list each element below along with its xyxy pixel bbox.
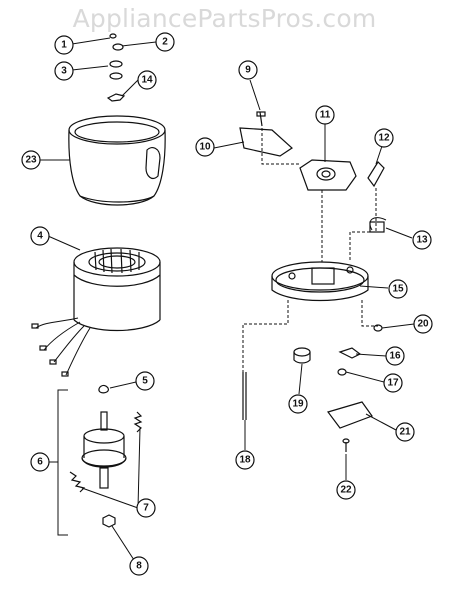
callout-20: 20 (413, 314, 433, 334)
svg-text:10: 10 (199, 142, 211, 153)
part-small-ring-1 (109, 33, 117, 39)
part-terminal-13 (369, 217, 387, 233)
part-screw-22 (342, 438, 350, 452)
part-base-housing-15 (271, 261, 369, 302)
part-nut-8 (102, 514, 116, 528)
callout-17: 17 (383, 373, 403, 393)
callout-9: 9 (238, 60, 258, 80)
callout-2: 2 (155, 32, 175, 52)
callout-13: 13 (412, 230, 432, 250)
part-button-19 (293, 347, 311, 364)
callout-23: 23 (21, 150, 41, 170)
callout-21: 21 (395, 422, 415, 442)
svg-text:9: 9 (245, 65, 251, 76)
callout-6: 6 (30, 452, 50, 472)
svg-text:18: 18 (239, 455, 251, 466)
svg-text:21: 21 (399, 427, 411, 438)
callout-1: 1 (54, 35, 74, 55)
callout-15: 15 (388, 279, 408, 299)
svg-text:20: 20 (417, 319, 429, 330)
svg-text:1: 1 (61, 40, 67, 51)
callout-16: 16 (385, 346, 405, 366)
callout-3: 3 (54, 61, 74, 81)
callout-4: 4 (30, 226, 50, 246)
part-retainer-5 (98, 384, 109, 394)
part-screw-17 (337, 368, 347, 376)
callout-11: 11 (315, 105, 335, 125)
part-o-ring-3 (109, 60, 123, 80)
part-grommet-16 (338, 347, 362, 359)
callout-7: 7 (136, 498, 156, 518)
svg-text:15: 15 (392, 284, 404, 295)
svg-text:19: 19 (292, 399, 304, 410)
callout-12: 12 (374, 128, 394, 148)
part-motor-stator-4 (73, 247, 161, 332)
callout-19: 19 (288, 394, 308, 414)
part-spring-7-lower (69, 471, 86, 493)
svg-text:5: 5 (142, 376, 148, 387)
callout-5: 5 (135, 371, 155, 391)
part-motor-wire-leads (31, 317, 91, 377)
part-switch-11 (299, 159, 357, 191)
callout-10: 10 (195, 137, 215, 157)
part-shield-10 (239, 127, 293, 157)
watermark: AppliancePartsPros.com (72, 4, 377, 33)
part-spring-7-upper (133, 411, 143, 433)
svg-text:12: 12 (378, 133, 390, 144)
part-rotor-assembly-6 (81, 411, 127, 489)
svg-text:7: 7 (143, 503, 149, 514)
callout-8: 8 (129, 556, 149, 576)
part-clip-14 (106, 93, 126, 102)
callout-22: 22 (336, 480, 356, 500)
part-upper-housing-23 (68, 115, 166, 206)
svg-text:13: 13 (416, 235, 428, 246)
part-cover-plate-21 (327, 401, 373, 429)
svg-text:22: 22 (340, 485, 352, 496)
svg-text:3: 3 (61, 66, 67, 77)
svg-text:16: 16 (389, 351, 401, 362)
callout-14: 14 (137, 70, 157, 90)
svg-text:8: 8 (136, 561, 142, 572)
part-small-ring-2 (112, 43, 124, 51)
svg-text:4: 4 (37, 231, 43, 242)
part-screw-9 (256, 111, 266, 127)
svg-text:23: 23 (25, 155, 37, 166)
svg-text:11: 11 (320, 110, 331, 121)
svg-text:6: 6 (37, 457, 43, 468)
part-through-bolt-18 (242, 372, 247, 420)
svg-text:14: 14 (141, 75, 153, 86)
callout-18: 18 (235, 450, 255, 470)
part-contact-12 (367, 161, 385, 188)
svg-text:2: 2 (162, 37, 168, 48)
svg-text:17: 17 (387, 378, 399, 389)
